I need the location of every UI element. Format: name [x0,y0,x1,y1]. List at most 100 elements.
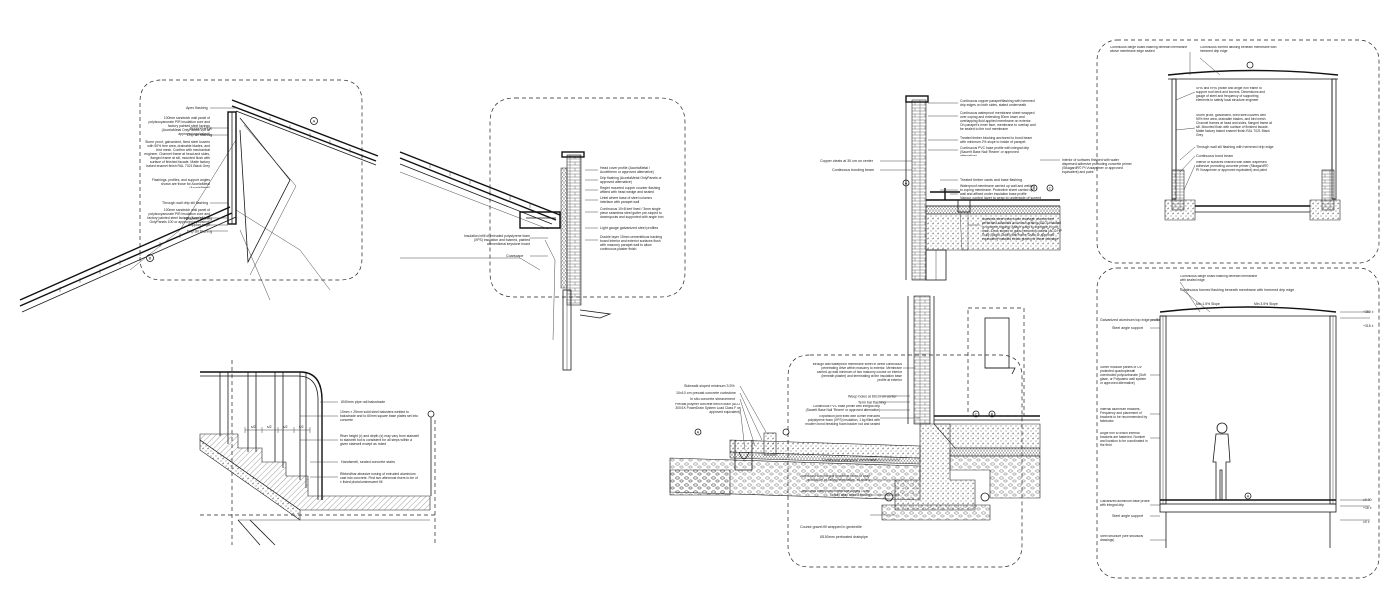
kiosk-roof-note-sill: Through wall sill flashing with hemmed d… [1196,145,1274,149]
eave-note-backing-board: Double layer 15mm cementitious backing b… [600,235,663,252]
foundation-note-weep: Weep holes at 60cm on center [848,395,897,399]
stair-note-balusters: 10mm × 25mm solid steel balusters welded… [340,410,419,423]
stair-dim-3: s/2 [283,425,288,429]
parapet-note-cants: Treated timber cants and base flashing [960,178,1022,182]
foundation-note-curbstone: 10x10 cm precast concrete curbstone [676,391,736,395]
kiosk-roof-note-formed: Continuous formed flashing beneath membr… [1200,46,1277,53]
foundation-tag-c: C [975,411,978,416]
kiosk-roof-note-interior: Interior of surfaces finished with water… [1196,161,1269,172]
roof-note-headwall: Headwall flashing [184,217,212,221]
foundation-note-drainpipe: Ø150mm perforated drainpipe [820,535,868,539]
parapet-note-copper: Continuous copper parapet/flashing with … [960,99,1035,108]
foundation-notes: through wall waterproof membrane sheet i… [675,363,902,539]
kiosk-slope-1: Min 1.5% Slope [1196,302,1220,306]
kiosk-note-barge: Continuous barge board flashing beneath … [1180,275,1258,282]
kiosk-roof-note-louvers: Storm proof, galvanized, fixed steel lou… [1196,114,1272,137]
foundation-tag-a: A [697,429,700,434]
foundation-note-term-bar: Term bar flashing [858,401,886,405]
parapet-note-drainage: Stainless steel linear cable drainage ch… [982,218,1062,241]
roof-note-panel: 100mm sandwich wall panel of polyisocyan… [148,116,210,137]
eave-note-coarscape: Coarscape [506,254,523,258]
kiosk-section: A Min 1.5% Slope Min 3.5% Slope +350 ± +… [1096,267,1380,579]
eave-note-insulation: Insulation infill of extruded polystyren… [464,234,530,247]
foundation-note-sheavement: In situ concrete sheavement [690,397,735,401]
stair-note-rail: Ø40mm pipe rail balustrade [341,400,385,404]
kiosk-note-base-profile: Galvanized aluminum base profile with in… [1100,500,1150,507]
foundation-tag-b: B [991,411,994,416]
parapet-tag-b: B [1033,185,1036,190]
parapet-note-bonding: Continuous bonding beam [832,168,874,172]
kiosk-note-angle-bottom: Steel angle support [1112,514,1143,518]
kiosk-level-1: +350 ± [1363,310,1374,314]
eave-notes: Head cover profile (AccelaMetal / Accelt… [464,166,664,258]
kiosk-note-angle-iron: Angle iron to which internal brackets ar… [1100,432,1148,447]
parapet-note-interior-finish: Interior of surfaces finished with water… [1062,158,1132,175]
stair-detail: s/2 s/2 s/2 s/2 Ø40mm pipe rail balustra… [199,360,436,546]
parapet-tag-c: C [1049,185,1052,190]
stair-dim-4: s/2 [299,425,304,429]
kiosk-note-brackets: Internal aluminum brackets. Frequency an… [1100,408,1148,423]
parapet-note-timber: Treated timber blocking anchored to bond… [960,136,1033,145]
roof-note-louvers: Storm proof, galvanized, fixed steel lou… [144,140,210,169]
kiosk-level-5: ±0 ± [1363,520,1370,524]
foundation-note-gravel: Course gravel fill wrapped in geotextile [800,525,862,529]
parapet-note-membrane: Continuous waterproof membrane sheet wra… [960,111,1036,132]
foundation-detail: C B A through wall water [669,295,1041,568]
stair-note-concrete: Handsmell, sealed concrete stairs [341,460,395,464]
stair-dim-1: s/2 [251,425,256,429]
foundation-note-membrane: Continuous waterproof membrane [822,458,876,462]
parapet-note-wall-membrane: Waterproof membrane carried up wall and … [960,184,1035,196]
human-figure-icon [1212,422,1231,501]
roof-apex-detail: A B Apex flashing 100mm sandwich wall pa… [19,79,379,313]
kiosk-level-2: +315 ± [1363,324,1374,328]
eave-note-head-cover: Head cover profile (AccelaMetal / Accelt… [600,166,654,175]
foundation-note-pvc: Continuous PVC base profile with integra… [805,405,880,412]
kiosk-section-notes: Continuous barge board flashing beneath … [1100,275,1294,542]
stair-note-nosing: Ribbed/bar abrasive nosing of extruded a… [340,472,418,485]
stair-dim-2: s/2 [267,425,272,429]
eave-note-gutter: Continuous 10×8 kerf lined / 3mm single … [600,207,664,220]
kiosk-note-formed: Continuous formed flashing beneath membr… [1180,288,1294,292]
roof-notes: Apex flashing 100mm sandwich wall panel … [144,106,212,234]
kiosk-note-top-edge: Galvanized aluminum top edge profile [1100,318,1160,322]
kiosk-slope-2: Min 3.5% Slope [1254,302,1278,306]
kiosk-note-steel-structure: Steel structure (see structural drawings… [1100,535,1144,542]
roof-note-support-angle-2: Support angle [188,223,210,227]
kiosk-roof-detail: Continuous barge board flashing beneath … [1096,39,1380,264]
eave-note-drip: Drip flashing (AccelaMetal OnlyPanels or… [600,176,662,185]
stair-notes: Ø40mm pipe rail balustrade 10mm × 25mm s… [340,400,419,485]
roof-note-panel-2: 100mm sandwich wall panel of polyisocyan… [147,208,210,225]
roof-tag-a: A [313,118,316,123]
eave-note-profiles: Light gauge galvanized steel profiles [600,226,658,230]
kiosk-roof-note-barge: Continuous barge board flashing beneath … [1110,46,1188,53]
kiosk-note-angle-top: Steel angle support [1112,326,1143,330]
foundation-note-through-wall: through wall waterproof membrane sheet i… [812,363,902,382]
parapet-note-cleats: Copper cleats at 30 cm on center [820,159,874,163]
foundation-note-geotextile: Unreduced with integral geotextile faced… [799,475,870,482]
kiosk-level-4: +16 ± [1363,506,1372,510]
roof-note-through-wall: Through wall drip sill flashing [162,201,208,205]
foundation-note-expansion: Expansion joint filled with 80mm extrude… [805,415,880,426]
parapet-detail: A B C Continuous copper parapet/flashing… [820,95,1132,281]
eave-note-reglet: Reglet mounted copper counter flashing a… [600,186,661,195]
parapet-note-pvc: Continuous PVC base profile with integra… [960,146,1030,156]
kiosk-roof-notes: Continuous barge board flashing beneath … [1110,46,1277,172]
foundation-note-sidewalk: Sidewalk sloped minimum 3.5% [684,384,736,388]
kiosk-roof-note-bond-beam: Continuous bond beam [1196,154,1233,158]
roof-note-support-angle: Support angle [190,127,212,131]
roof-note-drip-sill-2: Drip sill flashing [187,230,212,234]
foundation-note-trench: Precast polymer concrete trench drain (A… [675,403,740,414]
foundation-note-wrap: Continuous waterproof membrane lapped 15… [799,490,870,497]
kiosk-roof-note-frame: SHS and RHS profile and angle iron frame… [1196,87,1265,102]
parapet-tag-a: A [905,180,908,185]
parapet-note-vapour: Vapour control layer to wrap to undersid… [960,196,1041,200]
roof-tag-b: B [149,255,152,260]
parapet-notes: Continuous copper parapet/flashing with … [820,99,1132,241]
roof-note-drip-sill: Drip sill flashing [187,133,212,137]
kiosk-level-3: ±0.00 [1363,498,1372,502]
eave-note-lintel: Lintel where base of steel columns inter… [600,196,653,205]
eave-detail: Head cover profile (AccelaMetal / Accelt… [399,97,686,371]
roof-note-apex-flashing: Apex flashing [186,106,208,110]
kiosk-tag-a: A [1247,493,1250,498]
